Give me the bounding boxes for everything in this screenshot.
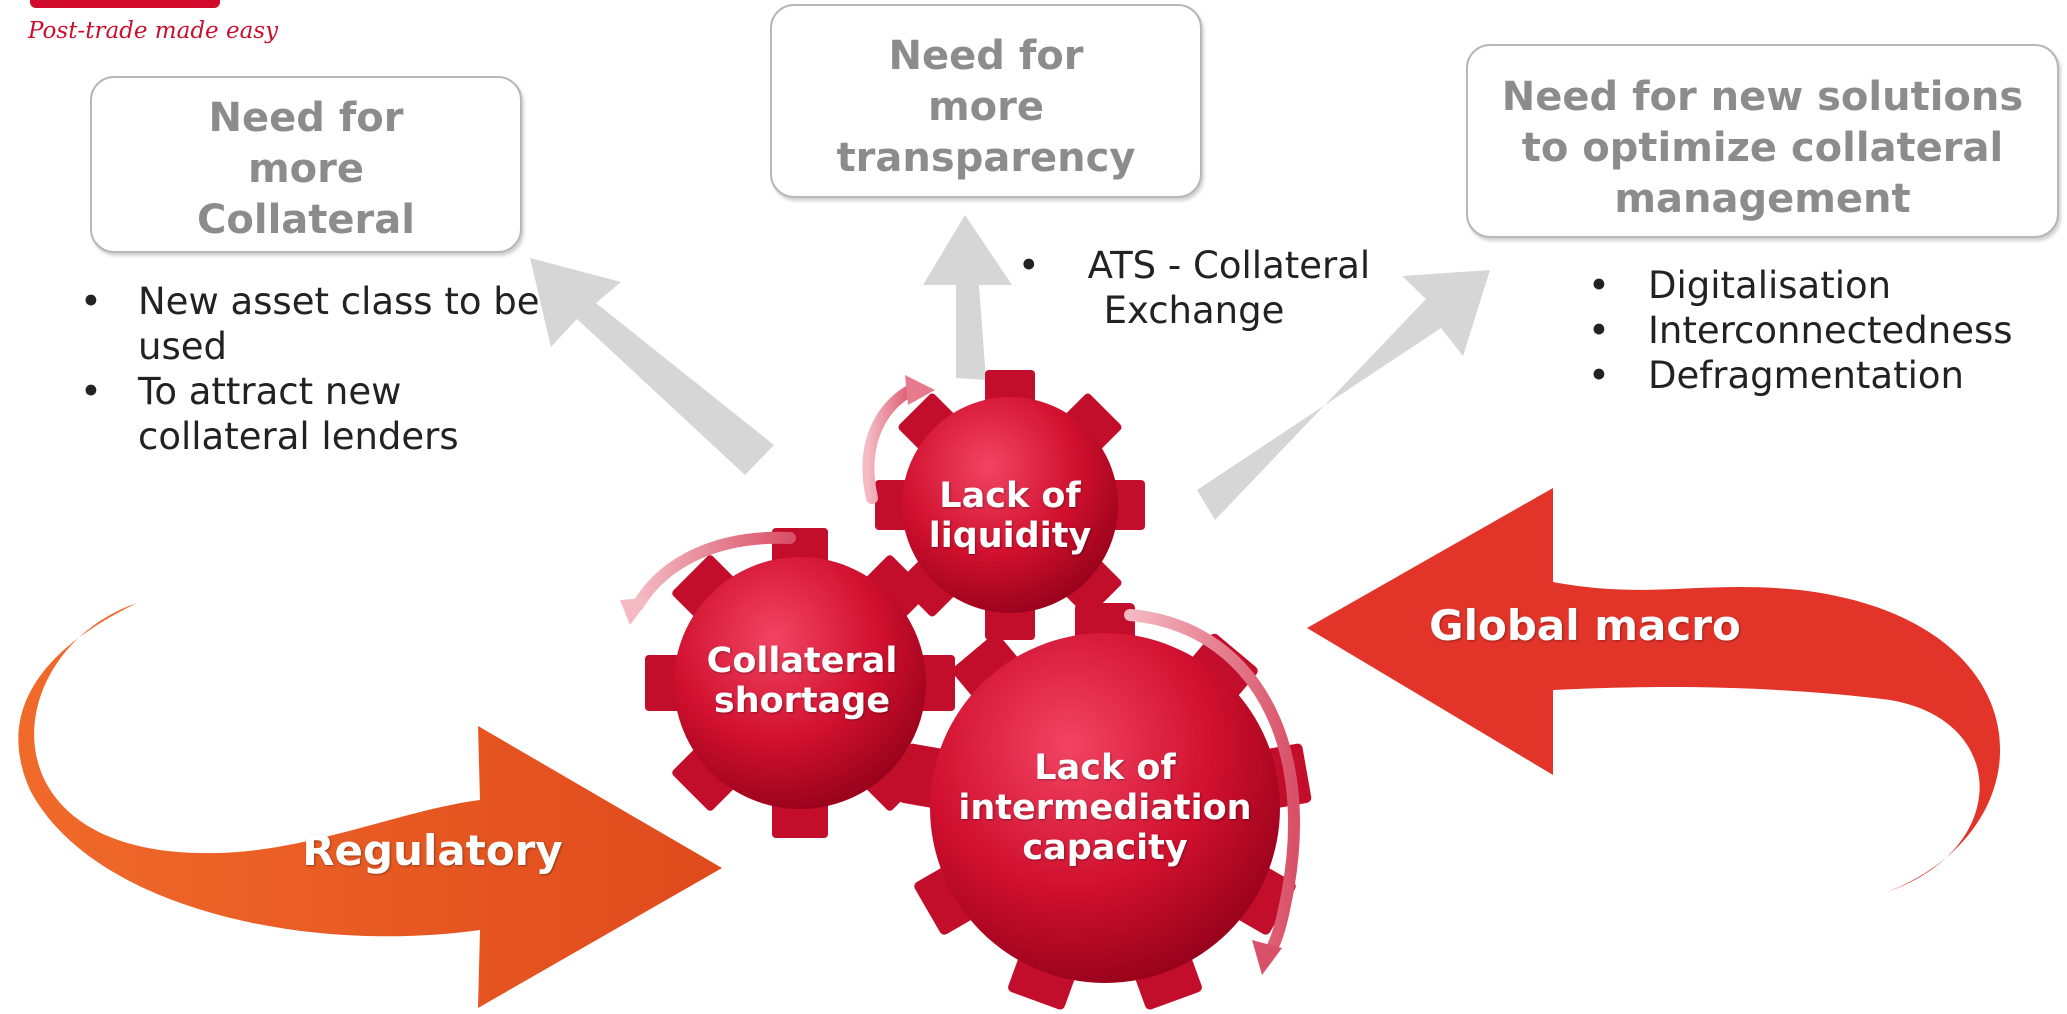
swirl-arrowhead-shortage — [620, 598, 650, 625]
gear-collateral-shortage — [645, 528, 955, 838]
grey-arrow-right — [1197, 270, 1490, 520]
need-title-line: more — [247, 146, 364, 192]
need-more-collateral-box: Need for more Collateral — [90, 76, 522, 253]
regulatory-label: Regulatory — [302, 826, 563, 875]
need-title-line: Need for new solutions — [1501, 74, 2024, 120]
list-item: Defragmentation — [1588, 353, 2058, 398]
gear-lack-of-liquidity — [875, 370, 1145, 640]
logo-tagline: Post-trade made easy — [28, 18, 279, 44]
need-title-line: management — [1614, 176, 1911, 222]
need-title-line: Need for — [888, 33, 1084, 79]
solutions-bullet-list: Digitalisation Interconnectedness Defrag… — [1588, 263, 2058, 398]
swirl-arrowhead-liquidity — [905, 375, 935, 405]
gear-label-liquidity: Lack of liquidity — [928, 476, 1092, 556]
swirl-arrow-liquidity — [862, 382, 921, 504]
gear-label-intermediation: Lack of intermediation capacity — [958, 748, 1252, 868]
regulatory-arrow — [18, 603, 723, 1008]
global-macro-label: Global macro — [1429, 601, 1741, 650]
swirl-arrow-shortage — [632, 531, 796, 611]
need-more-transparency-box: Need for more transparency — [770, 4, 1202, 198]
gear-label-shortage: Collateral shortage — [706, 641, 898, 721]
list-item: To attract new collateral lenders — [80, 369, 550, 459]
logo-bar — [30, 0, 220, 8]
grey-arrow-center — [923, 215, 1012, 380]
swirl-arrowhead-intermediation — [1252, 940, 1282, 975]
need-new-solutions-box: Need for new solutions to optimize colla… — [1466, 44, 2059, 238]
global-macro-arrow — [1307, 488, 2001, 892]
swirl-arrow-intermediation — [1124, 609, 1300, 961]
need-title-line: transparency — [836, 135, 1136, 181]
collateral-bullet-list: New asset class to be used To attract ne… — [80, 279, 550, 459]
transparency-bullet-list: ATS - Collateral Exchange — [1014, 243, 1374, 333]
need-title-line: more — [927, 84, 1044, 130]
grey-arrow-left — [530, 258, 774, 475]
need-title-line: Need for — [208, 95, 404, 141]
list-item: New asset class to be used — [80, 279, 550, 369]
list-item: ATS - Collateral Exchange — [1014, 243, 1374, 333]
need-title-line: to optimize collateral — [1521, 125, 2004, 171]
list-item: Digitalisation — [1588, 263, 2058, 308]
list-item: Interconnectedness — [1588, 308, 2058, 353]
need-title-line: Collateral — [197, 197, 415, 243]
